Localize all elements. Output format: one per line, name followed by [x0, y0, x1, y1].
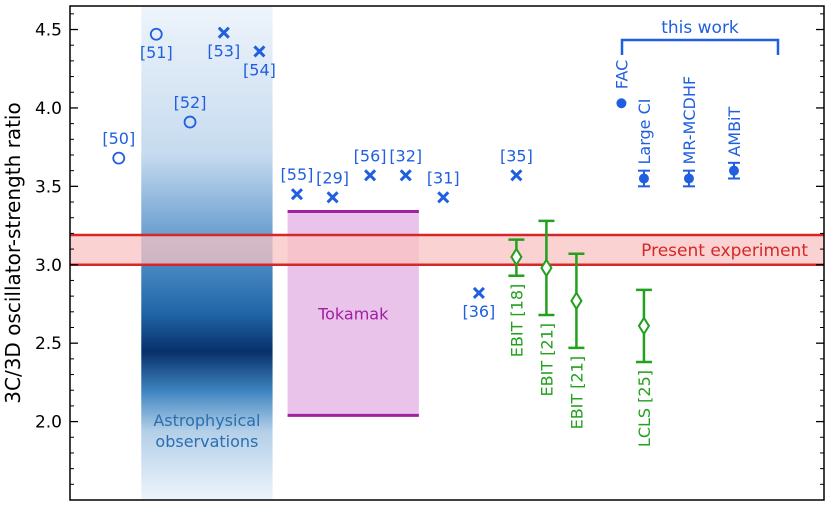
ebit-label: LCLS [25]: [635, 370, 654, 447]
data-point-label: [52]: [174, 93, 207, 112]
y-tick-label: 3.5: [35, 177, 62, 197]
plot-frame: [69, 5, 825, 501]
data-point-cross: [326, 191, 339, 204]
data-point-label: [31]: [427, 168, 460, 187]
this-work-label: this work: [661, 18, 739, 38]
calc-label: AMBiT: [725, 106, 744, 156]
astrophysical-label-line-1: Astrophysical: [153, 411, 260, 430]
data-point-cross: [364, 169, 377, 182]
data-point-label: [53]: [207, 42, 240, 61]
ebit-diamond: [540, 258, 553, 278]
data-point-circle: [112, 151, 126, 165]
calc-label: FAC: [612, 60, 631, 90]
data-point-label: [35]: [500, 146, 533, 165]
y-tick-label: 4.5: [35, 21, 62, 41]
calc-label: MR-MCDHF: [680, 76, 699, 165]
data-point-cross: [217, 26, 230, 39]
y-tick-label: 3.0: [35, 256, 62, 276]
ebit-diamond: [510, 247, 523, 267]
data-point-label: [32]: [389, 146, 422, 165]
data-point-label: [50]: [102, 129, 135, 148]
calc-label: Large CI: [635, 99, 654, 165]
ebit-diamond: [637, 316, 651, 336]
data-point-label: [56]: [354, 146, 387, 165]
data-point-label: [54]: [243, 60, 276, 79]
calc-point: [683, 173, 694, 184]
y-axis-label: 3C/3D oscillator-strength ratio: [1, 102, 25, 403]
data-point-label: [29]: [316, 168, 349, 187]
data-point-label: [51]: [140, 43, 173, 62]
astrophysical-label-line-2: observations: [155, 432, 258, 451]
calc-point: [728, 165, 739, 176]
data-point-circle: [149, 27, 163, 41]
y-tick-label: 2.0: [35, 413, 62, 433]
experiment-band-label: Present experiment: [641, 241, 808, 261]
data-point-cross: [510, 169, 523, 182]
data-point-cross: [253, 45, 266, 58]
tokamak-label: Tokamak: [317, 304, 389, 323]
data-point-cross: [437, 191, 450, 204]
ebit-label: EBIT [21]: [567, 356, 586, 430]
ebit-diamond: [570, 290, 583, 311]
data-point-label: [55]: [281, 165, 314, 184]
this-work-bracket: [620, 38, 780, 55]
data-point-cross: [472, 286, 485, 300]
calc-point: [616, 98, 627, 109]
data-point-circle: [183, 115, 197, 129]
y-tick-label: 4.0: [35, 99, 62, 119]
calc-point: [638, 173, 649, 184]
data-point-label: [36]: [462, 302, 495, 321]
data-point-cross: [399, 169, 412, 182]
data-point-cross: [290, 188, 304, 201]
ebit-label: EBIT [21]: [537, 323, 556, 397]
experiment-band: [70, 234, 824, 265]
ebit-label: EBIT [18]: [507, 284, 526, 358]
y-tick-label: 2.5: [35, 334, 62, 354]
